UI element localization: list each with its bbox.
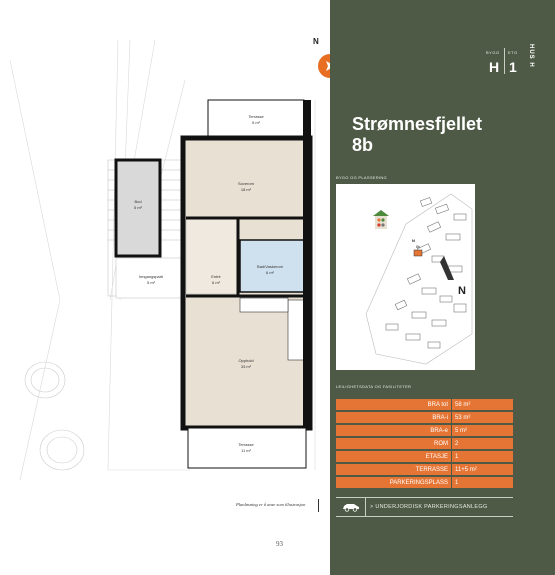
- fact-value: 1: [452, 477, 513, 488]
- fact-value: 2: [452, 438, 513, 449]
- site-plan-drawing: 8b N N: [365, 193, 473, 365]
- site-north-arrow-icon: [440, 256, 454, 280]
- room-label-opphold: Opphold: [238, 358, 253, 363]
- etg-label: ETG: [508, 50, 518, 55]
- north-label: N: [313, 37, 319, 46]
- facts-row-bra-i: BRA-i 53 m²: [336, 412, 513, 423]
- unit-number: 8b: [352, 135, 374, 155]
- site-north-small: N: [412, 238, 415, 243]
- facts-row-bra-tot: BRA tot 58 m²: [336, 399, 513, 410]
- fact-label: BRA tot: [336, 399, 452, 410]
- room-bad: [239, 239, 307, 293]
- tree-icons: [24, 361, 85, 471]
- info-panel: BYGG ETG H 1 HUS H Strømnesfjellet 8b BY…: [330, 0, 555, 575]
- room-label-bod: Bod: [134, 199, 141, 204]
- fact-value: 53 m²: [452, 412, 513, 423]
- room-label-terrasse-bottom: Terrasse: [238, 442, 254, 447]
- stat-divider: [504, 48, 505, 74]
- fact-value: 11+5 m²: [452, 464, 513, 475]
- facts-row-rom: ROM 2: [336, 438, 513, 449]
- facts-section-label: LEILIGHETSDATA OG FASILITETER: [336, 384, 412, 389]
- parking-text: > UNDERJORDISK PARKERINGSANLEGG: [370, 504, 488, 510]
- room-area-terrasse-top: 5 m²: [252, 120, 261, 125]
- facts-row-terrasse: TERRASSE 11+5 m²: [336, 464, 513, 475]
- room-label-terrasse-top: Terrasse: [248, 114, 264, 119]
- room-area-bod: 5 m²: [134, 205, 143, 210]
- fact-label: BRA-e: [336, 425, 452, 436]
- project-title: Strømnesfjellet: [352, 114, 483, 134]
- room-label-entre: Entré: [211, 274, 221, 279]
- car-icon: [336, 498, 366, 516]
- room-area-bad: 6 m²: [266, 270, 275, 275]
- room-label-bad: Bad/Vaskerom: [257, 264, 284, 269]
- fact-label: ETASJE: [336, 451, 452, 462]
- room-area-inngangsparti: 5 m²: [147, 280, 156, 285]
- etg-value: 1: [509, 59, 517, 75]
- facts-row-parkeringsplass: PARKERINGSPLASS 1: [336, 477, 513, 488]
- fact-value: 1: [452, 451, 513, 462]
- site-north-label: N: [458, 285, 466, 297]
- bygg-value: H: [489, 59, 500, 75]
- plan-caption: Planløsning er å anse som illustrasjon: [236, 502, 306, 507]
- facts-row-bra-e: BRA-e 5 m²: [336, 425, 513, 436]
- site-context-lines: [9, 39, 316, 481]
- site-building-marker: 8b: [416, 245, 420, 249]
- building-legend-icon: [373, 210, 389, 229]
- room-terrasse-top: [207, 99, 305, 139]
- facts-row-etasje: ETASJE 1: [336, 451, 513, 462]
- site-map: 8b N N: [336, 184, 475, 370]
- floor-plan-page: Terrasse 5 m² Soverom 18 m² Bod 5 m² Bad…: [9, 39, 319, 548]
- room-area-terrasse-bottom: 11 m²: [241, 448, 252, 453]
- floor-plan: Terrasse 5 m² Soverom 18 m² Bod 5 m² Bad…: [9, 39, 316, 481]
- room-label-soverom: Soverom: [238, 181, 255, 186]
- fact-label: PARKERINGSPLASS: [336, 477, 452, 488]
- interior-walls: [186, 216, 306, 298]
- room-entre-stairs: [185, 217, 239, 295]
- side-tab-label: HUS H: [528, 44, 534, 68]
- fact-label: BRA-i: [336, 412, 452, 423]
- apartment-facts-table: BRA tot 58 m² BRA-i 53 m² BRA-e 5 m² ROM…: [336, 397, 513, 490]
- room-terrasse-bottom: [187, 427, 307, 469]
- caption-divider: [318, 499, 319, 512]
- room-inngangsparti: [115, 257, 183, 299]
- fact-value: 58 m²: [452, 399, 513, 410]
- room-area-opphold: 33 m²: [241, 364, 252, 369]
- room-bod: [114, 158, 162, 258]
- exterior-wall-right: [303, 100, 311, 428]
- bygg-label: BYGG: [486, 50, 500, 55]
- room-area-entre: 6 m²: [212, 280, 221, 285]
- fact-value: 5 m²: [452, 425, 513, 436]
- room-area-soverom: 18 m²: [241, 187, 252, 192]
- kitchen-island: [239, 297, 289, 313]
- kitchen-counter: [287, 299, 305, 361]
- parking-info: > UNDERJORDISK PARKERINGSANLEGG: [336, 497, 513, 517]
- fact-label: ROM: [336, 438, 452, 449]
- fact-label: TERRASSE: [336, 464, 452, 475]
- highlighted-building: [413, 249, 423, 257]
- site-section-label: BYGG OG PLASSERING: [336, 175, 387, 180]
- page-number: 93: [276, 540, 283, 548]
- room-label-inngangsparti: Inngangsparti: [139, 274, 163, 279]
